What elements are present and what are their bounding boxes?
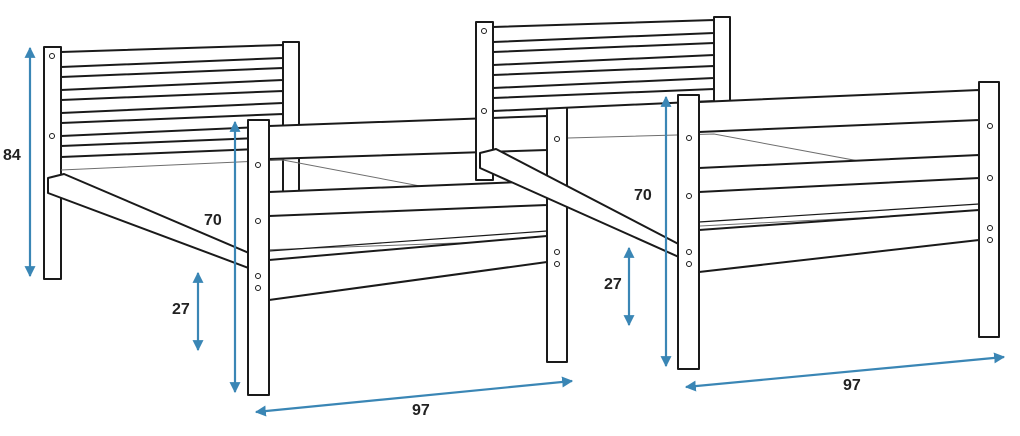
right-bed (475, 16, 1000, 370)
left-leg-height-label: 27 (172, 301, 190, 318)
left-footboard-height-label: 70 (204, 212, 222, 229)
left-length-arrow (254, 376, 574, 417)
left-footboard (247, 106, 568, 396)
right-length-arrow (684, 352, 1006, 392)
left-bed (43, 41, 568, 396)
right-footboard-height-label: 70 (634, 187, 652, 204)
left-headboard-height-label: 84 (3, 147, 21, 164)
right-headboard (475, 16, 731, 181)
right-footboard (677, 81, 1000, 370)
right-length-label: 97 (843, 377, 861, 394)
left-length-label: 97 (412, 402, 430, 419)
right-leg-height-label: 27 (604, 276, 622, 293)
left-side-rail (47, 173, 271, 277)
dimension-lines (24, 46, 1006, 417)
